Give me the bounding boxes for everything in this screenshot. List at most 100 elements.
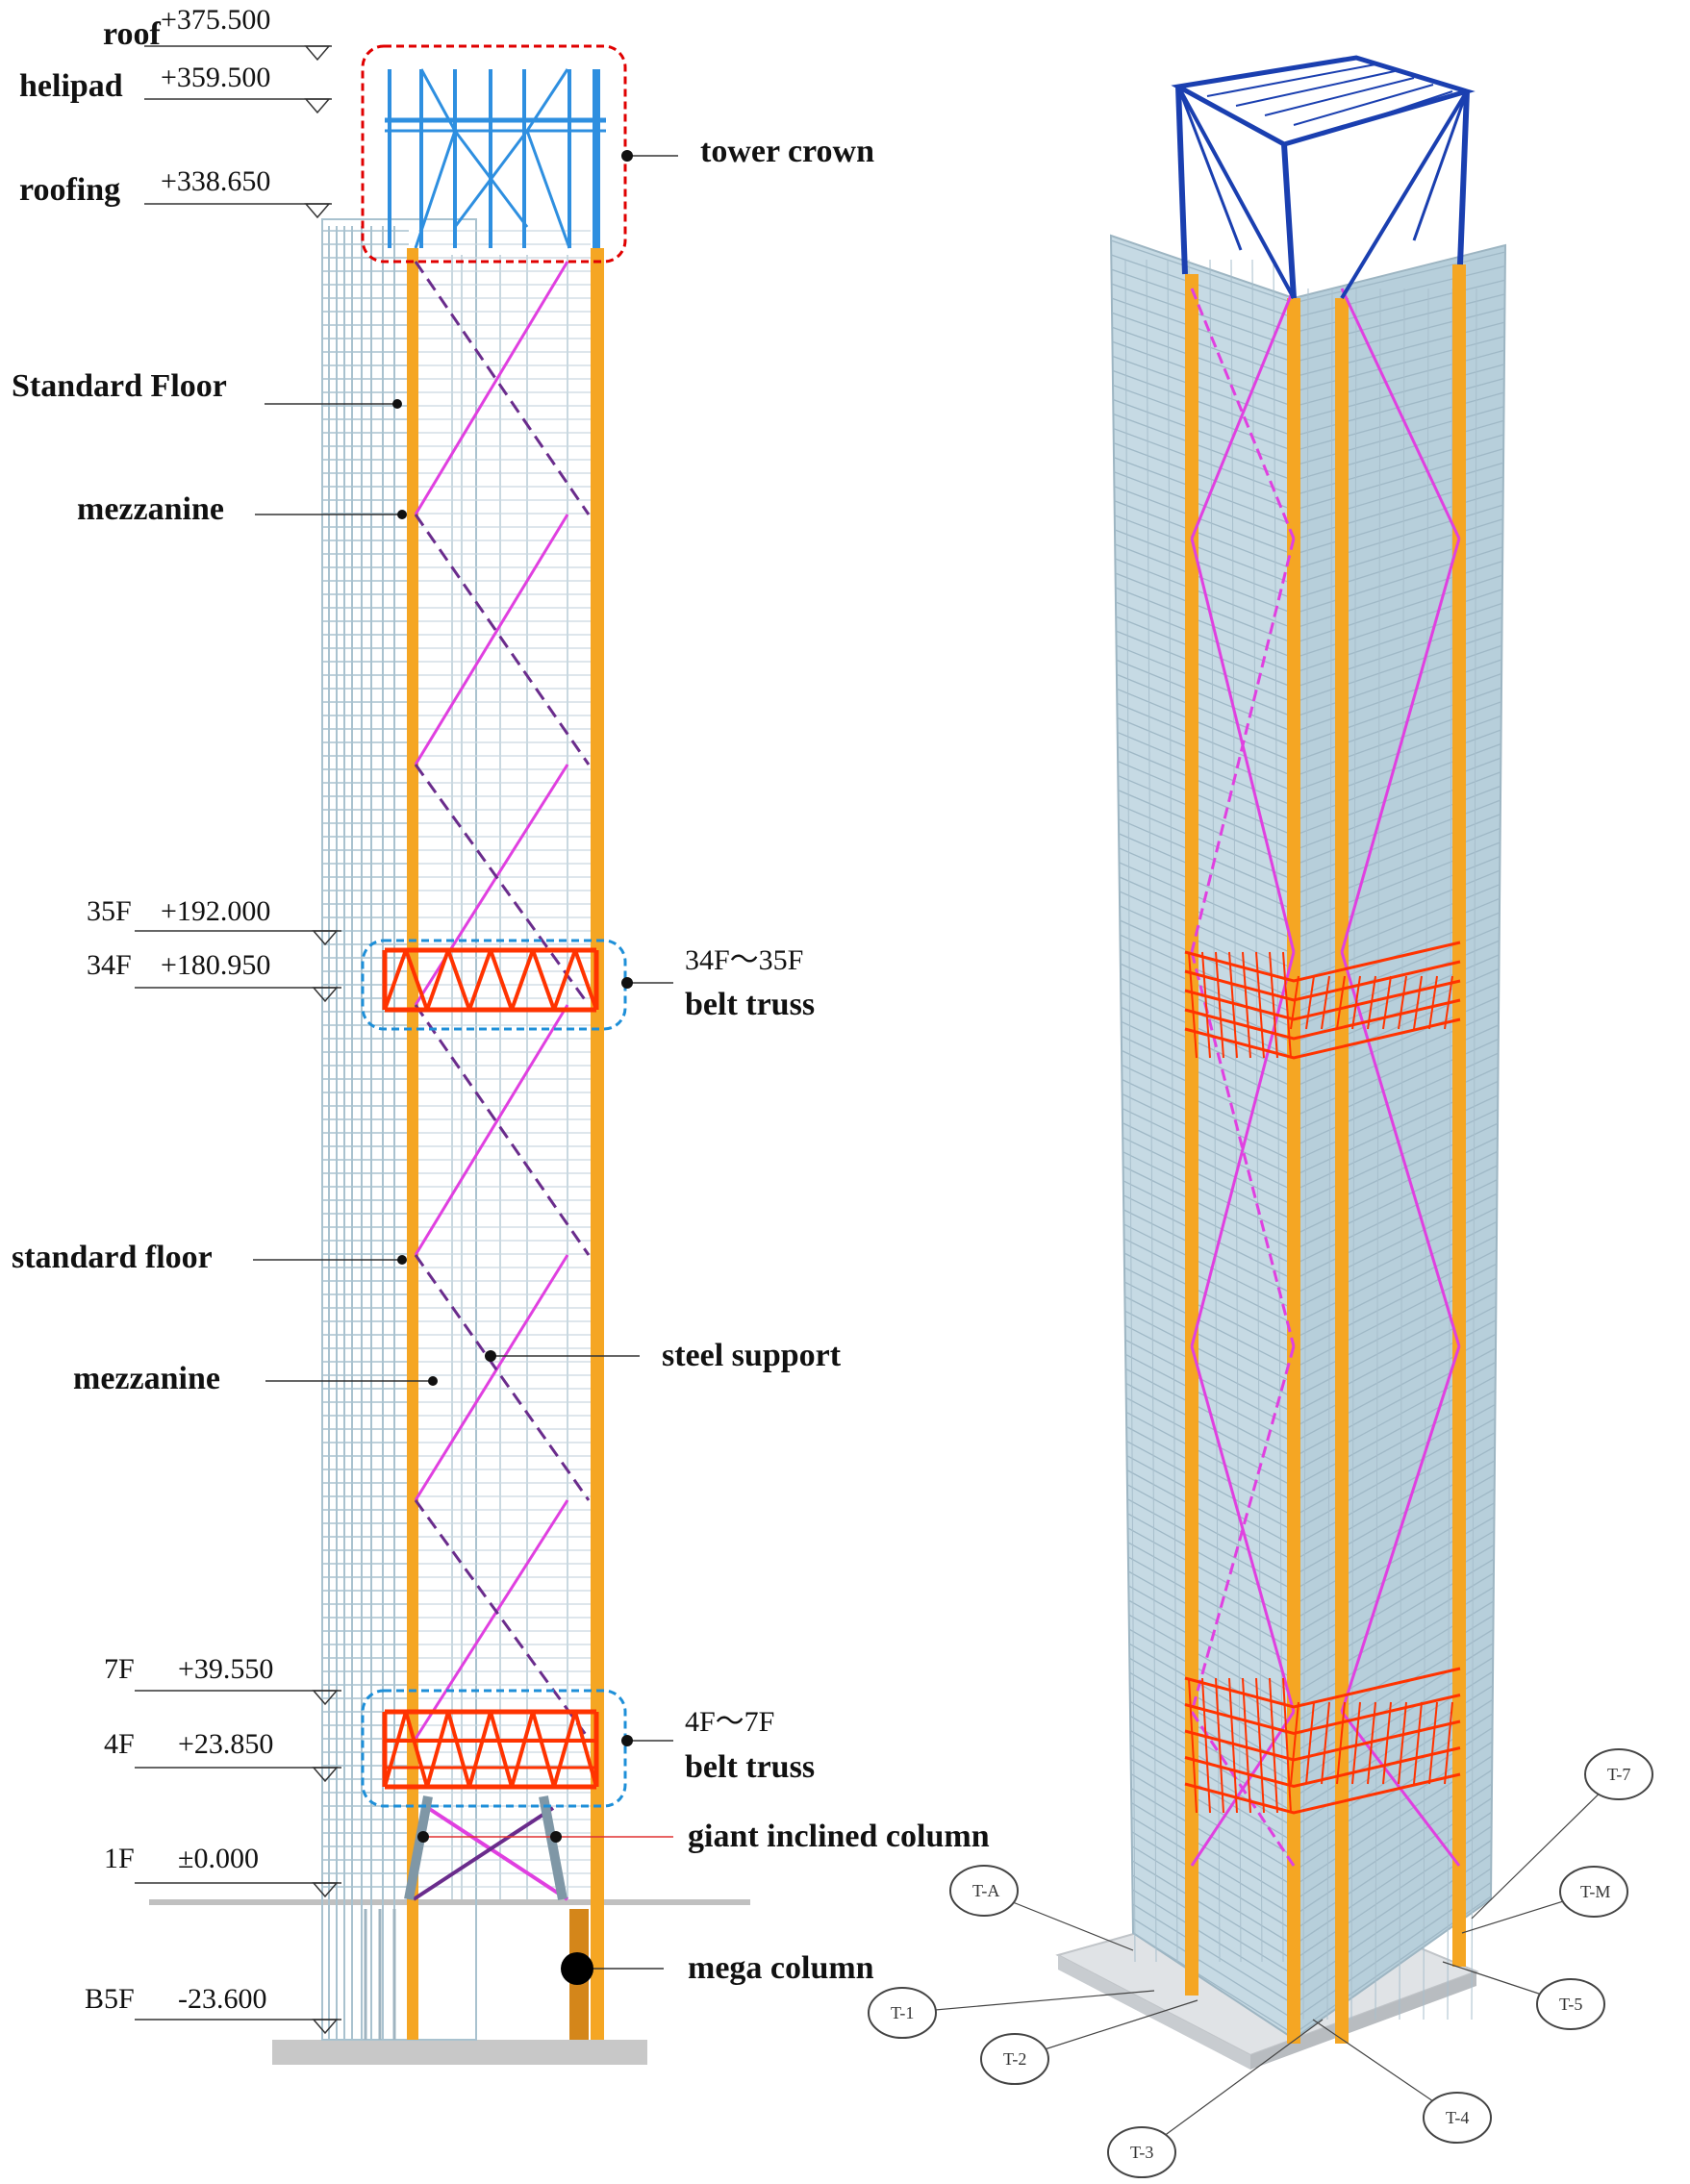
axon-floor-lines — [1110, 239, 1506, 2035]
crown-brace — [453, 130, 529, 228]
axon-support-diagonal — [1190, 538, 1296, 953]
level-triangle-icon — [304, 98, 331, 114]
grid-label: T-M — [1580, 1882, 1610, 1901]
level-triangle-icon — [312, 2019, 339, 2035]
axon-belt-lower-diagonal — [1290, 1701, 1299, 1785]
level-elevation: ±0.000 — [178, 1843, 259, 1874]
steel-support-diagonal-back — [414, 514, 591, 766]
steel-support-base-diagonal — [426, 1806, 569, 1901]
leader-dot-icon — [485, 1350, 496, 1362]
level-name: 1F — [104, 1843, 135, 1874]
axon-belt-upper-diagonal — [1351, 975, 1361, 1030]
grid-axis-t-5: T-5 — [1442, 1961, 1605, 2030]
axon-belt-upper-diagonal — [1290, 975, 1299, 1030]
leader-dot-icon — [397, 510, 407, 519]
axon-support-diagonal — [1190, 288, 1296, 540]
callout-mezzanine-lower: mezzanine — [73, 1361, 438, 1396]
axon-belt-lower-diagonal — [1382, 1701, 1392, 1785]
belt-truss-lower-diagonal — [552, 1711, 577, 1788]
leader-dot-icon — [561, 1952, 593, 1985]
level-triangle-icon — [304, 45, 331, 62]
leader-dot-icon — [621, 1735, 633, 1746]
axon-belt-lower-diagonal — [1336, 1701, 1346, 1785]
axon-belt-upper-chord — [1184, 941, 1461, 983]
grid-axis-t-4: T-4 — [1312, 2019, 1492, 2144]
leader-dot-icon — [397, 1255, 407, 1265]
callout-label: tower crown — [700, 134, 874, 169]
axon-belt-upper-diagonal — [1336, 975, 1346, 1030]
crown-brace — [525, 68, 569, 132]
axon-belt-lower-diagonal — [1228, 1677, 1238, 1814]
axon-belt-upper-diagonal — [1188, 951, 1198, 1059]
level-triangle-icon — [312, 930, 339, 946]
axon-belt-upper-diagonal — [1201, 951, 1211, 1059]
mega-column-front-right — [1452, 264, 1466, 1967]
belt-truss-lower-highlight-box — [361, 1689, 627, 1808]
crown-brace — [1176, 86, 1296, 299]
giant-inclined-column-right — [539, 1795, 568, 1900]
axon-belt-lower-diagonal — [1321, 1701, 1330, 1785]
belt-truss-lower-diagonal — [404, 1711, 429, 1788]
callout-label: mega column — [688, 1950, 874, 1986]
crown-brace — [1340, 89, 1469, 300]
steel-support-diagonal-back — [414, 261, 591, 515]
grid-axis-t-2: T-2 — [980, 1999, 1198, 2085]
grid-axis-t-a-left: T-A — [949, 1865, 1134, 1951]
level-triangle-icon — [304, 203, 331, 219]
level-roofing: roofing +338.650 — [19, 165, 332, 219]
foundation-slab-side — [1250, 1971, 1476, 2070]
axon-belt-upper-diagonal — [1321, 975, 1330, 1030]
axon-belt-truss-upper — [1184, 941, 1461, 1060]
crown-brace — [1176, 86, 1243, 251]
grid-bubble — [1107, 2126, 1176, 2178]
floor-frame — [321, 218, 591, 2041]
belt-truss-lower-diagonal — [446, 1711, 471, 1788]
belt-truss-upper-diagonal — [489, 949, 514, 1011]
axon-frame-column — [1167, 259, 1178, 1963]
belt-truss-lower-diagonal — [425, 1711, 450, 1788]
crown-brace — [419, 68, 457, 132]
axon-belt-upper-diagonal — [1382, 975, 1392, 1030]
axon-frame-column — [1209, 259, 1221, 1963]
crown-roof-grid — [1264, 77, 1415, 116]
callout-steel-support: steel support — [485, 1338, 842, 1373]
level-helipad: helipad +359.500 — [19, 62, 332, 114]
axon-belt-lower-chord — [1184, 1667, 1461, 1709]
level-elevation: +338.650 — [161, 165, 270, 197]
level-elevation: +180.950 — [161, 949, 270, 981]
crown-roof-grid — [1322, 90, 1453, 136]
axon-frame-column — [1471, 288, 1477, 2021]
axon-belt-upper-diagonal — [1367, 975, 1376, 1030]
grid-leader — [901, 1990, 1155, 2014]
axon-belt-lower-chord — [1184, 1772, 1461, 1815]
level-elevation: +359.500 — [161, 62, 270, 93]
level-elevation: +23.850 — [178, 1728, 273, 1760]
grid-axis-t-m: T-M — [1461, 1866, 1628, 1934]
axon-belt-upper-diagonal — [1255, 951, 1265, 1059]
belt-truss-upper-diagonal — [383, 949, 408, 1011]
steel-support-diagonal-back — [414, 764, 591, 1006]
axon-belt-lower-diagonal — [1398, 1701, 1407, 1785]
level-7f: 7F +39.550 — [104, 1653, 341, 1706]
axon-belt-lower-diagonal — [1282, 1677, 1292, 1814]
belt-truss-upper — [382, 947, 599, 1013]
grid-label: T-A — [972, 1881, 999, 1900]
axon-support-diagonal — [1340, 1345, 1461, 1713]
level-name: roofing — [19, 172, 120, 208]
belt-truss-upper-diagonal — [552, 949, 577, 1011]
axon-belt-lower-chord — [1184, 1694, 1461, 1736]
leader-dot-icon — [417, 1831, 429, 1843]
level-name: 34F — [87, 949, 132, 981]
crown-leg — [1175, 86, 1188, 275]
steel-support-diagonal-back — [414, 1499, 591, 1740]
level-roof: roof +375.500 — [103, 4, 332, 62]
belt-truss-upper-diagonal — [467, 949, 492, 1011]
crown-roof-grid — [1206, 63, 1376, 97]
axon-frame-column — [1273, 259, 1284, 1963]
ground-line — [149, 1899, 750, 1905]
steel-support-diagonal — [414, 261, 569, 515]
grid-bubble — [1559, 1866, 1628, 1918]
tower-crown-structure — [385, 68, 606, 249]
grid-bubble — [980, 2033, 1049, 2085]
crown-leg — [1457, 90, 1470, 265]
